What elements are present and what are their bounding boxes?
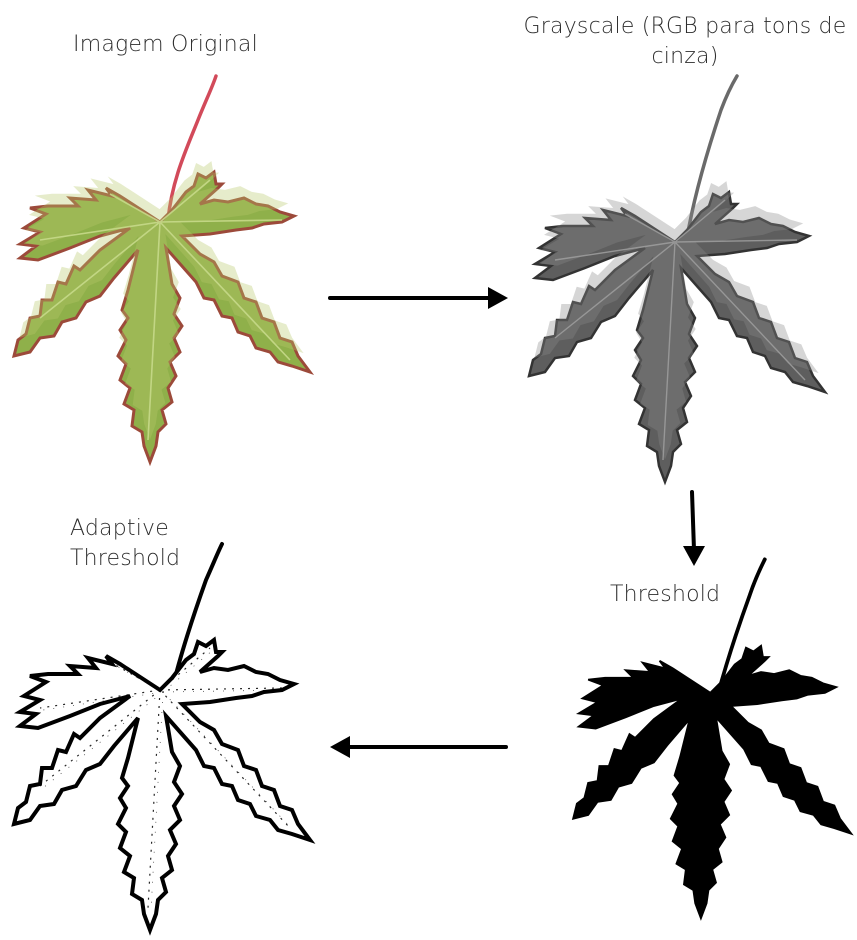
leaf-grayscale-image xyxy=(515,20,845,490)
leaf-original-image xyxy=(0,0,330,470)
arrow-left xyxy=(326,733,510,761)
arrow-down xyxy=(680,490,708,570)
arrow-right xyxy=(328,284,512,312)
leaf-threshold-image xyxy=(560,470,857,940)
leaf-adaptive-threshold-image xyxy=(0,468,330,938)
